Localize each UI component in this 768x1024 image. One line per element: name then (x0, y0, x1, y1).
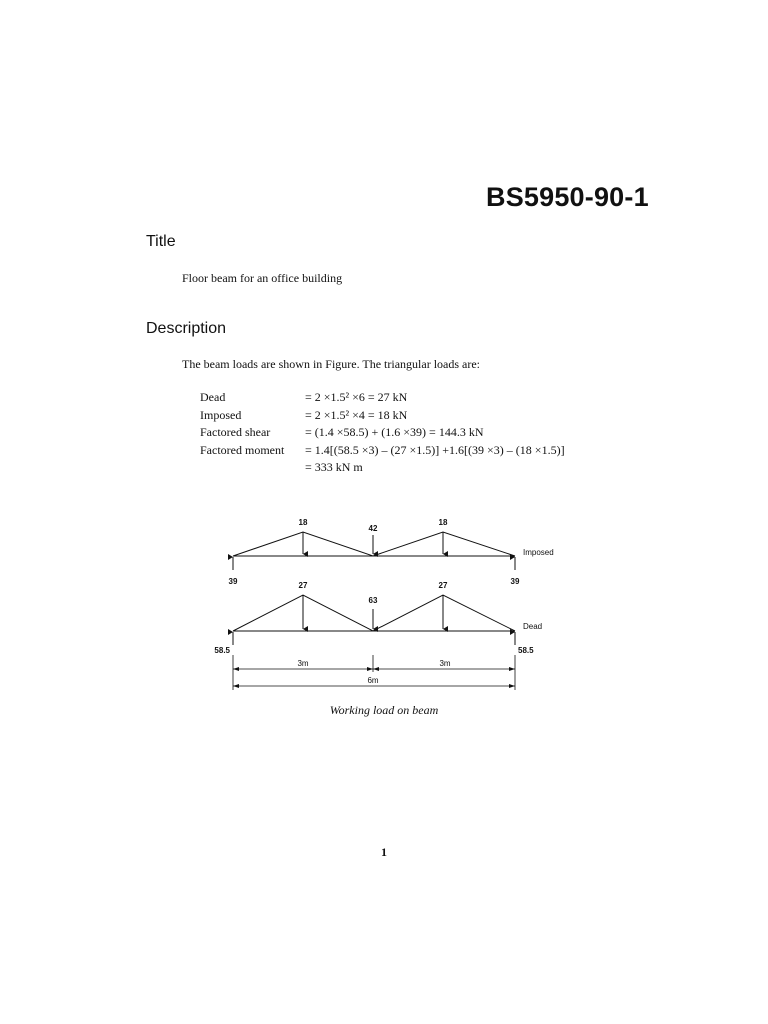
dead-reaction-left-label: 58.5 (214, 646, 230, 655)
dimension-labels: 3m 3m 6m (297, 659, 450, 685)
description-heading: Description (146, 320, 227, 337)
beam-load-diagram: 18 42 18 39 39 Imposed 27 63 27 58.5 58.… (214, 518, 554, 690)
dead-load-labels: 27 63 27 58.5 58.5 (214, 581, 534, 655)
calc-label (200, 460, 305, 478)
dead-midspan-label: 63 (369, 596, 378, 605)
imposed-reaction-left-label: 39 (229, 577, 238, 586)
calc-row-imposed: Imposed = 2 ×1.5² ×4 = 18 kN (200, 408, 565, 426)
calc-label: Dead (200, 390, 226, 404)
beam-load-figure: 18 42 18 39 39 Imposed 27 63 27 58.5 58.… (200, 505, 570, 700)
title-heading: Title (146, 233, 176, 250)
imposed-triangular-load (232, 531, 516, 557)
load-calculations: Dead = 2 ×1.5² ×6 = 27 kN Imposed = 2 ×1… (200, 390, 565, 478)
dimension-left-half-label: 3m (297, 659, 308, 668)
calc-row-moment-result: = 333 kN m (200, 460, 565, 478)
imposed-series-label: Imposed (523, 548, 554, 557)
calc-label: Imposed (200, 407, 242, 422)
imposed-reaction-right-label: 39 (511, 577, 520, 586)
imposed-peak-right-label: 18 (439, 518, 448, 527)
imposed-load-labels: 18 42 18 39 39 (229, 518, 520, 586)
calc-label: Factored moment (200, 442, 285, 457)
title-text: Floor beam for an office building (182, 271, 343, 285)
dead-peak-right-label: 27 (439, 581, 448, 590)
dead-series-label: Dead (523, 622, 542, 631)
figure-caption: Working load on beam (329, 703, 439, 717)
calc-expression: = (1.4 ×58.5) + (1.6 ×39) = 144.3 kN (305, 425, 484, 439)
calc-row-dead: Dead = 2 ×1.5² ×6 = 27 kN (200, 390, 565, 408)
dimension-right-half-label: 3m (439, 659, 450, 668)
dead-reaction-right-label: 58.5 (518, 646, 534, 655)
dead-load-diagram (228, 594, 516, 645)
page-number: 1 (381, 845, 387, 859)
calc-expression: = 333 kN m (305, 460, 363, 474)
calc-expression: = 2 ×1.5² ×4 = 18 kN (305, 407, 408, 422)
dimension-total-label: 6m (367, 676, 378, 685)
calc-row-factored-moment: Factored moment = 1.4[(58.5 ×3) – (27 ×1… (200, 443, 565, 461)
imposed-midspan-label: 42 (369, 524, 378, 533)
imposed-load-diagram (228, 531, 516, 570)
description-text: The beam loads are shown in Figure. The … (182, 357, 481, 371)
dead-peak-left-label: 27 (299, 581, 308, 590)
document-code: BS5950-90-1 (486, 182, 649, 212)
calc-expression: = 1.4[(58.5 ×3) – (27 ×1.5)] +1.6[(39 ×3… (305, 442, 565, 457)
imposed-peak-left-label: 18 (299, 518, 308, 527)
calc-row-factored-shear: Factored shear = (1.4 ×58.5) + (1.6 ×39)… (200, 425, 565, 443)
dimension-arrowheads (233, 667, 515, 688)
calc-expression: = 2 ×1.5² ×6 = 27 kN (305, 390, 408, 404)
calc-label: Factored shear (200, 425, 271, 439)
